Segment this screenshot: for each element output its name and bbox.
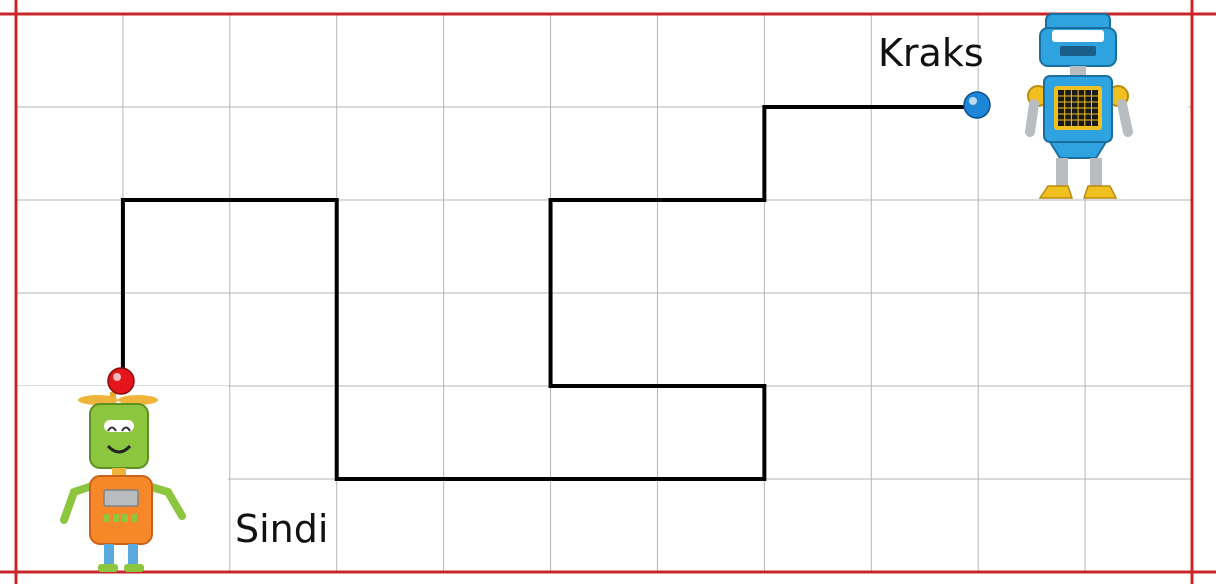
kraks-marker xyxy=(964,92,990,118)
kraks-label: Kraks xyxy=(878,31,984,75)
sindi-marker xyxy=(108,368,134,394)
sindi-label: Sindi xyxy=(235,507,328,551)
